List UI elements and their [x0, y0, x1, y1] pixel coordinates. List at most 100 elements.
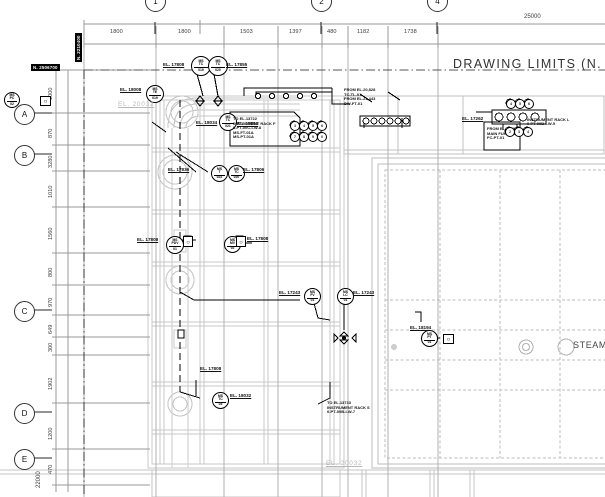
- note-line: DW-FT-01: [344, 100, 363, 106]
- note-line: INSTRUMENT RACK F: [233, 120, 276, 126]
- instrument-bubble-ms-tc-020b[interactable]: MS TC 020: [228, 165, 245, 182]
- rack-digit-bubble[interactable]: 0: [317, 132, 327, 142]
- bubble-line-3: 02: [230, 246, 235, 251]
- instrument-bubble-ms-pt-01[interactable]: MS PT 01: [421, 330, 438, 347]
- bubble-divider: [230, 174, 243, 176]
- bubble-line-2: PDV: [171, 241, 179, 246]
- grid-bubble-left-c[interactable]: C: [14, 301, 35, 322]
- bubble-line-1: MS: [225, 115, 231, 119]
- square-tag-mid-right[interactable]: ▢: [236, 236, 246, 247]
- note-block-main-furnace: FROM EL.17732 MAIN FURNACE FC-PT-01: [487, 126, 518, 141]
- bubble-line-3: 01: [427, 340, 432, 345]
- grid-bubble-left-a[interactable]: A: [14, 104, 35, 125]
- note-line: MAIN FURNACE: [487, 130, 518, 136]
- bubble-line-3: 01: [310, 298, 315, 303]
- bubble-divider: [214, 401, 227, 403]
- note-line: MS-PT-01A: [233, 134, 254, 140]
- rack-digit-bubble[interactable]: 6: [317, 121, 327, 131]
- total-width-dimension: 25000: [524, 14, 541, 20]
- instrument-bubble-ms-tc-021[interactable]: MS TC 021: [219, 113, 237, 131]
- bubble-line-1: MS: [216, 166, 223, 171]
- bubble-divider: [211, 67, 225, 69]
- note-line: 0-PT-00B-I-W-7: [327, 409, 356, 415]
- instrument-bubble-ms-te-019[interactable]: MS TE 019: [146, 85, 164, 103]
- bubble-divider: [226, 245, 239, 247]
- bubble-line-3: 01: [343, 298, 348, 303]
- bubble-divider: [168, 246, 182, 248]
- bubble-line-3: 019: [198, 67, 204, 72]
- bubble-line-2: MV: [229, 240, 236, 245]
- left-dimension-10: 1902: [48, 377, 54, 390]
- grid-bubble-left-e[interactable]: E: [14, 449, 35, 470]
- bubble-line-2: T: [218, 169, 221, 174]
- instrument-bubble-ms-tc-03[interactable]: MS TC 03: [212, 392, 229, 409]
- bubble-line-1: MS: [217, 393, 224, 398]
- instrument-bubble-ms-fv-01[interactable]: MS FV 01: [304, 288, 321, 305]
- left-dimension-5: 1560: [48, 227, 54, 240]
- bubble-divider: [339, 297, 352, 299]
- grid-bubble-left-b[interactable]: B: [14, 145, 35, 166]
- bubble-line-3: 02: [10, 101, 14, 106]
- left-dimension-2: 870: [48, 128, 54, 138]
- rack-digit-bubble[interactable]: 4: [523, 127, 533, 137]
- bubble-divider: [423, 339, 436, 341]
- bubble-line-1: MS: [229, 237, 236, 242]
- el-label-13: EL. 18032: [230, 393, 252, 398]
- rack-digit-bubble[interactable]: 6: [524, 99, 534, 109]
- bubble-line-1: MS: [215, 59, 221, 63]
- el-label-8: EL. 17808: [137, 237, 159, 242]
- instrument-bubble-ms-pc-02[interactable]: MS PC 02: [4, 92, 20, 108]
- note-line: FC-PT-01: [487, 135, 505, 141]
- el-label-15: EL. 17262: [462, 116, 484, 121]
- left-dimension-11: 1200: [48, 427, 54, 440]
- grid-bubble-label: 1: [153, 0, 158, 6]
- square-tag-bottom-right[interactable]: ▢: [443, 334, 454, 344]
- bubble-line-2: LC: [343, 292, 348, 297]
- note-line: TC-TL-01: [344, 91, 362, 97]
- grid-bubble-label: E: [21, 455, 28, 464]
- bubble-line-1: MS: [233, 166, 240, 171]
- drawing-limits-label: DRAWING LIMITS (N. 250670: [453, 57, 605, 71]
- el-label-10: EL. 17243: [279, 290, 301, 295]
- note-line: FROM EL.21,443: [344, 96, 376, 102]
- bubble-line-1: MS: [198, 59, 204, 63]
- bubble-line-2: PT: [427, 334, 432, 339]
- grid-bubble-label: 2: [319, 0, 324, 6]
- top-dimension-5: 480: [327, 29, 337, 35]
- bubble-line-3: 019: [152, 95, 158, 100]
- el-label-6: EL. 17806: [243, 167, 265, 172]
- bubble-line-2: TC: [218, 396, 223, 401]
- coordinate-tag-text: N. 2210400: [76, 35, 81, 60]
- instrument-bubble-ms-pdv-01[interactable]: MS PDV 01: [166, 236, 184, 254]
- bubble-line-1: MS: [152, 87, 158, 91]
- bubble-divider: [306, 297, 319, 299]
- grid-bubble-left-d[interactable]: D: [14, 403, 35, 424]
- el-label-5: EL. 18034: [196, 120, 218, 125]
- square-tag-left-upper[interactable]: ▢: [40, 96, 51, 106]
- el-label-14: EL. 18194: [410, 325, 432, 330]
- bubble-divider: [194, 67, 208, 69]
- instrument-bubble-ms-lc-01[interactable]: MS LC 01: [337, 288, 354, 305]
- top-dimension-6: 1182: [357, 29, 370, 35]
- instrument-bubble-ms-tc-020[interactable]: MS TC 020: [208, 56, 228, 76]
- note-block-from-elevations: FROM EL.20,828 TC-TL-01 FROM EL.21,443 D…: [344, 87, 376, 106]
- bubble-line-1: MS: [342, 289, 349, 294]
- note-line: TO EL.13733: [327, 400, 351, 405]
- instrument-bubble-ms-t-022[interactable]: MS T 022: [211, 165, 228, 182]
- note-line: 0-PT-00C-I-W-8: [233, 125, 262, 131]
- grid-bubble-label: A: [21, 110, 28, 119]
- total-height-dimension: 22000: [36, 471, 42, 488]
- el-label-9: EL. 17808: [247, 236, 269, 241]
- grid-bubble-label: C: [21, 307, 28, 316]
- el-label-3: EL. 18008: [120, 87, 142, 92]
- left-dimension-9: 300: [48, 342, 54, 352]
- note-line: MS-FT-01A: [233, 129, 254, 135]
- top-dimension-3: 1503: [240, 29, 253, 35]
- bubble-divider: [6, 101, 18, 103]
- note-line: INSTRUMENT RACK S: [327, 404, 370, 410]
- left-dimension-6: 800: [48, 267, 54, 277]
- square-tag-mid-left[interactable]: ▢: [183, 236, 193, 247]
- bubble-line-3: 022: [216, 175, 223, 180]
- gray-el-label-2: EL. 20032: [326, 460, 363, 467]
- gray-el-label-1: EL. 20032: [118, 101, 155, 108]
